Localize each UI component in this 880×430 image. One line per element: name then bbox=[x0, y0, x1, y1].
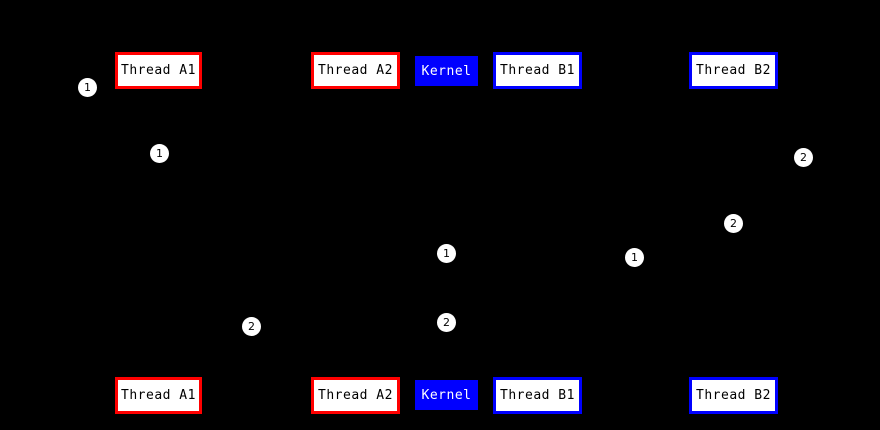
step-marker-7[interactable]: 2 bbox=[242, 317, 261, 336]
lifeline-thread-a2 bbox=[355, 89, 356, 377]
participant-label: Thread A1 bbox=[121, 63, 196, 78]
participant-label: Thread B1 bbox=[500, 63, 575, 78]
lifeline-thread-b1 bbox=[537, 89, 538, 377]
participant-header-thread-b2[interactable]: Thread B2 bbox=[689, 52, 778, 89]
participant-footer-thread-b1[interactable]: Thread B1 bbox=[493, 377, 582, 414]
lifeline-kernel bbox=[446, 86, 447, 377]
lifeline-thread-b2 bbox=[733, 89, 734, 377]
participant-label: Thread B2 bbox=[696, 388, 771, 403]
participant-label: Thread A1 bbox=[121, 388, 196, 403]
participant-footer-thread-a1[interactable]: Thread A1 bbox=[115, 377, 202, 414]
participant-header-thread-a2[interactable]: Thread A2 bbox=[311, 52, 400, 89]
message-arrow-1 bbox=[158, 150, 355, 156]
message-arrow-3 bbox=[446, 250, 537, 256]
participant-footer-kernel[interactable]: Kernel bbox=[415, 380, 478, 410]
participant-footer-thread-a2[interactable]: Thread A2 bbox=[311, 377, 400, 414]
step-marker-4[interactable]: 2 bbox=[724, 214, 743, 233]
participant-label: Thread B1 bbox=[500, 388, 575, 403]
message-arrow-5 bbox=[446, 319, 537, 325]
step-marker-6[interactable]: 1 bbox=[625, 248, 644, 267]
participant-footer-thread-b2[interactable]: Thread B2 bbox=[689, 377, 778, 414]
participant-label: Thread B2 bbox=[696, 63, 771, 78]
step-marker-5[interactable]: 1 bbox=[437, 244, 456, 263]
step-marker-8[interactable]: 2 bbox=[437, 313, 456, 332]
participant-header-kernel[interactable]: Kernel bbox=[415, 56, 478, 86]
participant-header-thread-a1[interactable]: Thread A1 bbox=[115, 52, 202, 89]
participant-label: Thread A2 bbox=[318, 388, 393, 403]
lifeline-thread-a1 bbox=[158, 89, 159, 377]
step-marker-1[interactable]: 1 bbox=[78, 78, 97, 97]
participant-label: Kernel bbox=[421, 63, 472, 79]
participant-header-thread-b1[interactable]: Thread B1 bbox=[493, 52, 582, 89]
participant-label: Kernel bbox=[421, 387, 472, 403]
participant-label: Thread A2 bbox=[318, 63, 393, 78]
step-marker-2[interactable]: 1 bbox=[150, 144, 169, 163]
step-marker-3[interactable]: 2 bbox=[794, 148, 813, 167]
message-arrow-2 bbox=[537, 220, 733, 226]
